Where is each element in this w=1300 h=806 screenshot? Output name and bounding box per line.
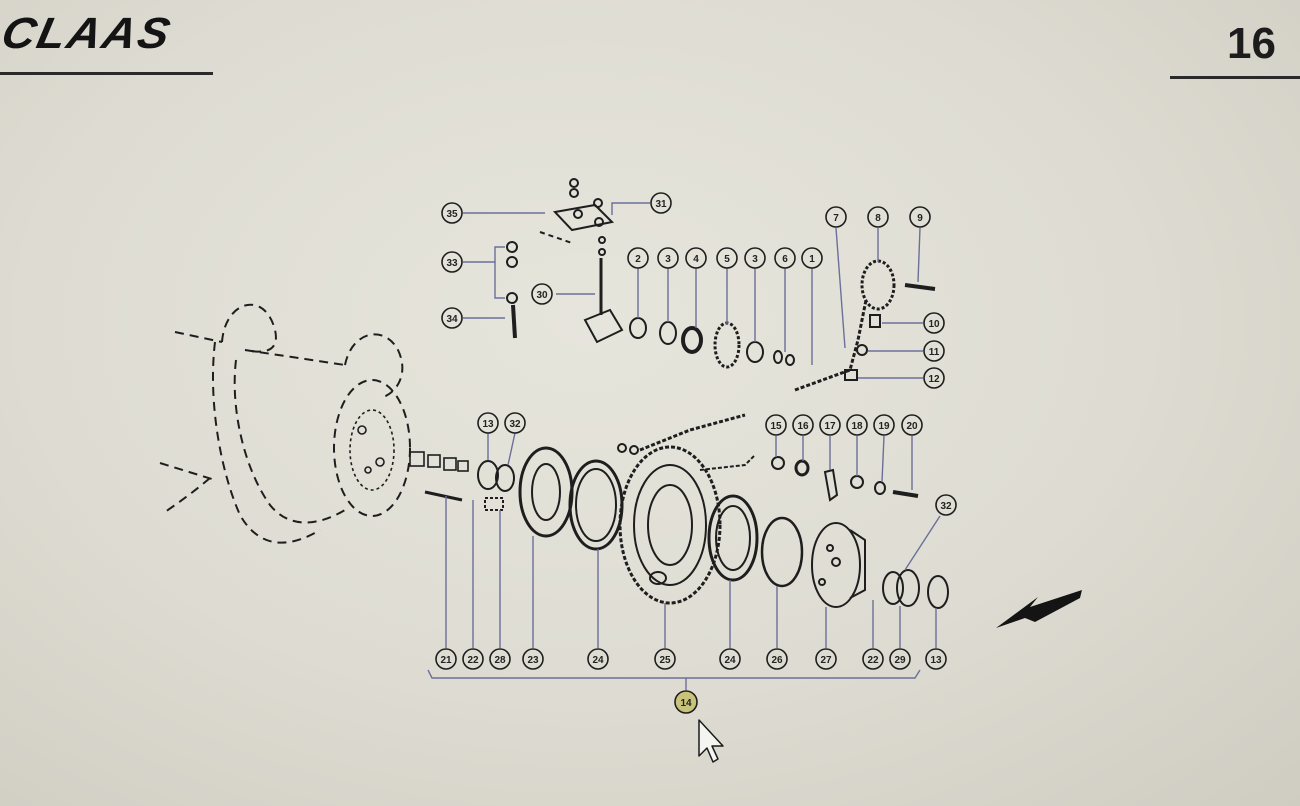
svg-text:5: 5: [724, 254, 730, 265]
svg-text:24: 24: [592, 655, 604, 666]
svg-text:1: 1: [809, 254, 815, 265]
callout-30[interactable]: 30: [531, 283, 553, 305]
callout-18[interactable]: 18: [846, 414, 868, 436]
callout-group: 35 31 33 30 34 2 3 4 5 3 6 1 7 8 9 10 11…: [435, 192, 957, 714]
callout-24[interactable]: 24: [719, 648, 741, 670]
svg-text:27: 27: [820, 655, 832, 666]
svg-text:21: 21: [440, 655, 452, 666]
svg-text:8: 8: [875, 213, 881, 224]
svg-text:11: 11: [929, 347, 940, 358]
callout-21[interactable]: 21: [435, 648, 457, 670]
callout-22[interactable]: 22: [862, 648, 884, 670]
svg-text:22: 22: [467, 655, 479, 666]
callout-34[interactable]: 34: [441, 307, 463, 329]
callout-35[interactable]: 35: [441, 202, 463, 224]
callout-28[interactable]: 28: [489, 648, 511, 670]
svg-text:13: 13: [482, 419, 494, 430]
svg-text:3: 3: [752, 254, 758, 265]
hub-assembly: [349, 409, 469, 502]
arrow-left-down-icon: [996, 590, 1082, 628]
svg-text:34: 34: [446, 314, 458, 325]
svg-text:9: 9: [917, 213, 923, 224]
callout-23[interactable]: 23: [522, 648, 544, 670]
callout-8[interactable]: 8: [867, 206, 889, 228]
svg-text:19: 19: [878, 421, 890, 432]
svg-text:15: 15: [770, 421, 782, 432]
svg-text:16: 16: [797, 421, 809, 432]
header-rule-right: [1170, 76, 1300, 79]
callout-32[interactable]: 32: [504, 412, 526, 434]
svg-text:22: 22: [867, 655, 879, 666]
upper-shaft-parts: [629, 259, 936, 392]
callout-14-highlighted[interactable]: 14: [674, 690, 698, 714]
callout-31[interactable]: 31: [650, 192, 672, 214]
svg-text:18: 18: [851, 421, 863, 432]
page-number: 16: [1227, 19, 1276, 68]
callout-17[interactable]: 17: [819, 414, 841, 436]
callout-3[interactable]: 3: [657, 247, 679, 269]
svg-text:35: 35: [446, 209, 458, 220]
svg-text:29: 29: [894, 655, 906, 666]
callout-10[interactable]: 10: [923, 312, 945, 334]
svg-text:31: 31: [655, 199, 667, 210]
callout-6[interactable]: 6: [774, 247, 796, 269]
callout-13[interactable]: 13: [477, 412, 499, 434]
svg-text:12: 12: [928, 374, 940, 385]
svg-text:20: 20: [906, 421, 918, 432]
svg-text:7: 7: [833, 213, 839, 224]
svg-text:2: 2: [635, 254, 641, 265]
callout-16[interactable]: 16: [792, 414, 814, 436]
callout-33[interactable]: 33: [441, 251, 463, 273]
callout-19[interactable]: 19: [873, 414, 895, 436]
housing-outline: [159, 303, 411, 544]
svg-text:25: 25: [659, 655, 671, 666]
callout-25[interactable]: 25: [654, 648, 676, 670]
callout-32[interactable]: 32: [935, 494, 957, 516]
callout-11[interactable]: 11: [923, 340, 945, 362]
svg-text:30: 30: [536, 290, 548, 301]
svg-text:17: 17: [824, 421, 836, 432]
lower-disc-assembly: [477, 413, 949, 609]
mouse-pointer-icon: [698, 719, 724, 763]
header-logo-area: CLAAS: [0, 0, 215, 78]
svg-text:33: 33: [446, 258, 458, 269]
callout-15[interactable]: 15: [765, 414, 787, 436]
svg-text:3: 3: [665, 254, 671, 265]
callout-27[interactable]: 27: [815, 648, 837, 670]
svg-text:23: 23: [527, 655, 539, 666]
svg-text:24: 24: [724, 655, 736, 666]
callout-9[interactable]: 9: [909, 206, 931, 228]
callout-5[interactable]: 5: [716, 247, 738, 269]
svg-text:4: 4: [693, 254, 699, 265]
callout-24[interactable]: 24: [587, 648, 609, 670]
callout-7[interactable]: 7: [825, 206, 847, 228]
callout-20[interactable]: 20: [901, 414, 923, 436]
callout-3[interactable]: 3: [744, 247, 766, 269]
callout-4[interactable]: 4: [685, 247, 707, 269]
svg-text:13: 13: [930, 655, 942, 666]
callout-12[interactable]: 12: [923, 367, 945, 389]
callout-1[interactable]: 1: [801, 247, 823, 269]
header-rule-left: [0, 72, 213, 75]
svg-text:14: 14: [680, 698, 692, 709]
leader-lines: [427, 202, 941, 690]
callout-29[interactable]: 29: [889, 648, 911, 670]
callout-22[interactable]: 22: [462, 648, 484, 670]
callout-26[interactable]: 26: [766, 648, 788, 670]
upper-bracket-assembly: [506, 178, 624, 344]
svg-text:32: 32: [509, 419, 521, 430]
svg-text:6: 6: [782, 254, 788, 265]
svg-text:28: 28: [494, 655, 506, 666]
callout-2[interactable]: 2: [627, 247, 649, 269]
callout-13[interactable]: 13: [925, 648, 947, 670]
svg-text:10: 10: [928, 319, 940, 330]
svg-text:26: 26: [771, 655, 783, 666]
svg-text:32: 32: [940, 501, 952, 512]
